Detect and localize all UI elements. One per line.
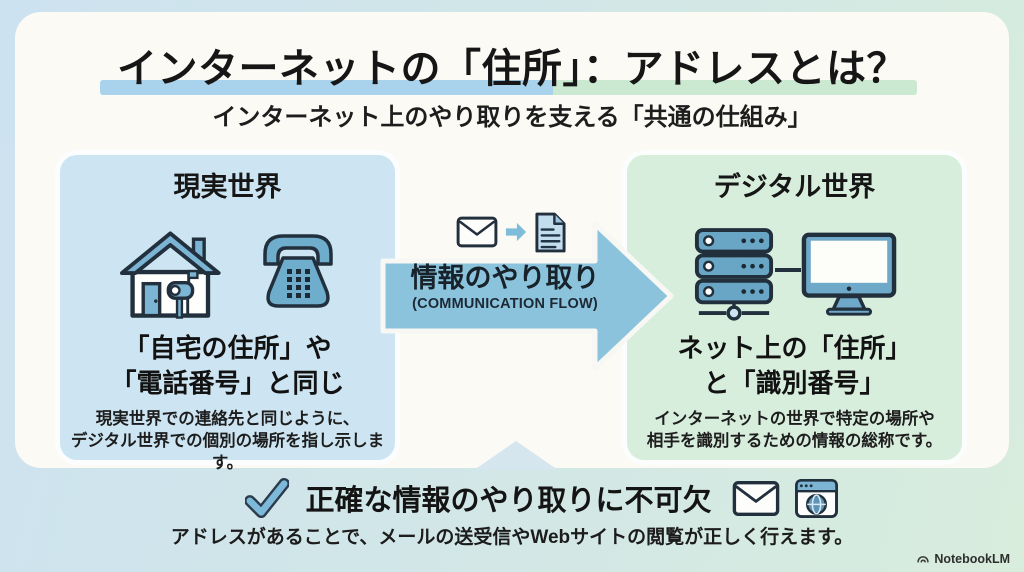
server-icon [693,226,775,322]
digital-world-desc-line1: インターネットの世界で特定の場所や [654,410,935,428]
brand-badge: NotebookLM [916,552,1010,566]
flow-arrow-sublabel: (COMMUNICATION FLOW) [412,296,598,312]
page-title: インターネットの「住所」：アドレスとは？ [117,47,907,91]
notebooklm-logo-icon [916,552,930,566]
flow-arrow-label: 情報のやり取り [410,263,600,293]
digital-world-main-line2: と「識別番号」 [703,368,886,398]
title-underline [100,80,917,95]
footer-pointer-triangle [474,441,558,470]
document-icon [534,211,567,254]
footer-heading: 正確な情報のやり取りに不可欠 [305,485,712,517]
real-world-heading: 現実世界 [173,172,282,202]
footer-description: アドレスがあることで、メールの送受信やWebサイトの閲覧が正しく行えます。 [170,527,854,548]
mini-flow-icons [456,208,567,256]
real-world-main-line1: 「自宅の住所」や [123,333,332,363]
digital-world-card: デジタル世界 [622,150,967,465]
real-world-main-line2: 「電話番号」と同じ [110,368,345,398]
real-world-card: 現実世界 [55,150,400,472]
digital-world-main-line1: ネット上の「住所」 [677,333,912,363]
telephone-icon [260,232,336,316]
envelope-icon [732,480,780,517]
real-world-desc-line1: 現実世界での連絡先と同じように、 [95,410,360,428]
monitor-icon [801,231,897,317]
flow-arrow [380,221,676,371]
footer-heading-row: 正確な情報のやり取りに不可欠 [62,477,1022,519]
browser-globe-icon [794,478,839,519]
brand-label: NotebookLM [934,552,1010,566]
house-mailbox-icon [119,228,238,320]
page-subtitle: インターネット上のやり取りを支える「共通の仕組み」 [212,104,812,131]
checkmark-icon [245,478,290,518]
envelope-icon [456,216,498,248]
digital-world-heading: デジタル世界 [713,172,876,202]
arrow-right-icon [505,221,527,243]
server-monitor-connector [774,268,801,272]
real-world-desc-line2: デジタル世界での個別の場所を指し示します。 [70,432,385,472]
digital-world-desc-line2: 相手を識別するための情報の総称です。 [646,432,943,450]
